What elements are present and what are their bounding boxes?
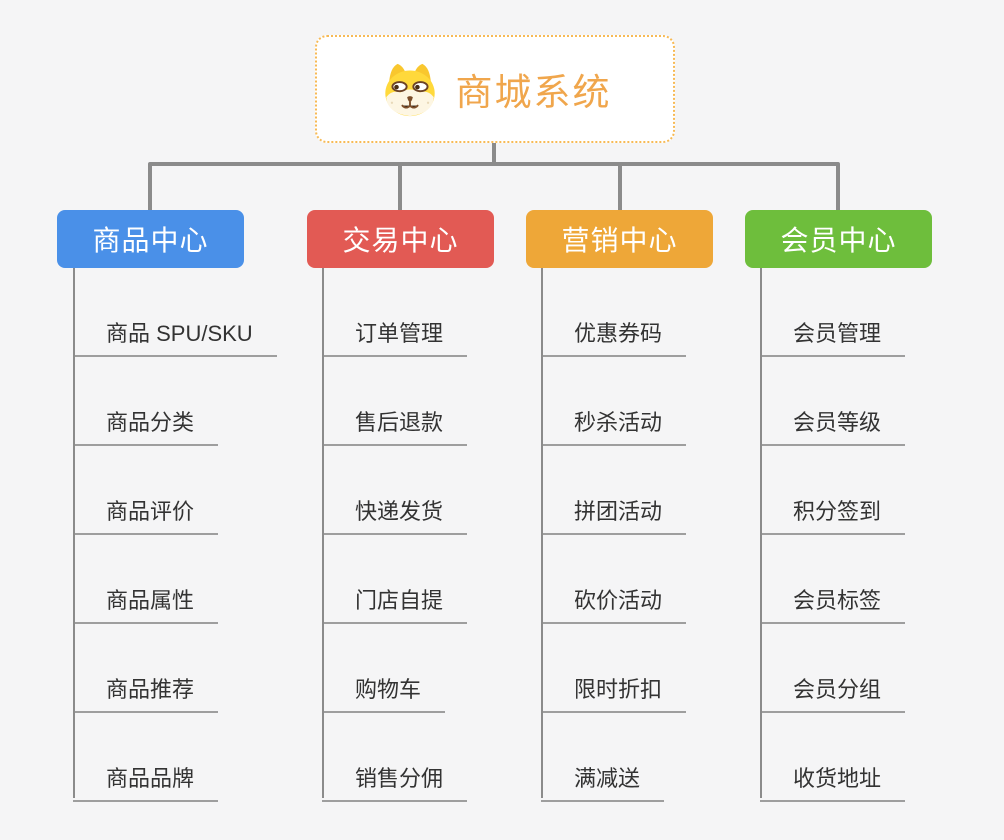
- leaf-node[interactable]: 会员标签: [760, 535, 906, 624]
- branch-label: 营销中心: [561, 225, 678, 256]
- branch-rail-line: [148, 162, 840, 210]
- leaf-node[interactable]: 会员等级: [760, 357, 906, 446]
- leaf-node[interactable]: 商品品牌: [73, 713, 219, 802]
- dog-face-icon: [384, 63, 435, 116]
- leaf-node[interactable]: 销售分佣: [322, 713, 468, 802]
- branch-node-member-center[interactable]: 会员中心: [745, 210, 932, 268]
- leaf-node[interactable]: 商品 SPU/SKU: [73, 268, 277, 357]
- leaf-node[interactable]: 商品属性: [73, 535, 219, 624]
- leaf-column-marketing-center: 优惠券码 秒杀活动 拼团活动 砍价活动 限时折扣 满减送: [541, 268, 801, 802]
- root-title: 商城系统: [455, 72, 612, 113]
- leaf-node[interactable]: 门店自提: [322, 535, 468, 624]
- branch-trunk-line: [541, 268, 543, 798]
- leaf-node[interactable]: 会员分组: [760, 624, 906, 713]
- leaf-node[interactable]: 优惠券码: [541, 268, 687, 357]
- leaf-column-member-center: 会员管理 会员等级 积分签到 会员标签 会员分组 收货地址: [760, 268, 1004, 802]
- branch-node-marketing-center[interactable]: 营销中心: [526, 210, 713, 268]
- branch-label: 交易中心: [342, 225, 459, 256]
- leaf-node[interactable]: 满减送: [541, 713, 665, 802]
- branch-trunk-line: [73, 268, 75, 798]
- leaf-node[interactable]: 收货地址: [760, 713, 906, 802]
- leaf-node[interactable]: 商品评价: [73, 446, 219, 535]
- leaf-node[interactable]: 购物车: [322, 624, 446, 713]
- leaf-node[interactable]: 拼团活动: [541, 446, 687, 535]
- leaf-node[interactable]: 售后退款: [322, 357, 468, 446]
- leaf-node[interactable]: 限时折扣: [541, 624, 687, 713]
- branch-trunk-line: [760, 268, 762, 798]
- leaf-node[interactable]: 积分签到: [760, 446, 906, 535]
- leaf-column-trade-center: 订单管理 售后退款 快递发货 门店自提 购物车 销售分佣: [322, 268, 582, 802]
- leaf-node[interactable]: 订单管理: [322, 268, 468, 357]
- leaf-node[interactable]: 商品分类: [73, 357, 219, 446]
- branch-trunk-line: [322, 268, 324, 798]
- leaf-column-product-center: 商品 SPU/SKU 商品分类 商品评价 商品属性 商品推荐 商品品牌: [73, 268, 333, 802]
- branch-label: 会员中心: [780, 225, 897, 256]
- leaf-node[interactable]: 秒杀活动: [541, 357, 687, 446]
- branch-node-trade-center[interactable]: 交易中心: [307, 210, 494, 268]
- branch-label: 商品中心: [92, 225, 209, 256]
- leaf-node[interactable]: 快递发货: [322, 446, 468, 535]
- leaf-node[interactable]: 砍价活动: [541, 535, 687, 624]
- branch-node-product-center[interactable]: 商品中心: [57, 210, 244, 268]
- leaf-node[interactable]: 会员管理: [760, 268, 906, 357]
- leaf-node[interactable]: 商品推荐: [73, 624, 219, 713]
- root-node[interactable]: 商城系统: [315, 35, 675, 143]
